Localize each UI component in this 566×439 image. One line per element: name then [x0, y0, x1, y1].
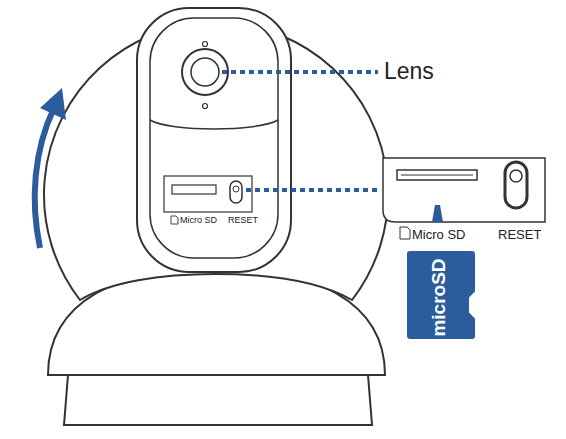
part-label: Micro SD: [412, 228, 465, 241]
slot-panel: [164, 176, 252, 212]
reset-button-zoom: [505, 162, 527, 208]
lens-housing-line: [150, 120, 278, 129]
reset-button: [230, 181, 242, 203]
reset-hole-zoom: [510, 170, 522, 182]
front-panel-inner: [150, 18, 278, 258]
reset-hole: [233, 186, 239, 192]
microsd-slot-zoom: [397, 170, 477, 180]
front-panel: [137, 8, 291, 272]
insert-pointer: [432, 205, 443, 222]
leader-line: [222, 70, 378, 74]
card-icon: [400, 227, 410, 239]
lens-ring: [182, 49, 228, 95]
part-label: Lens: [384, 60, 434, 83]
rotation-arrowhead: [40, 88, 66, 120]
slot-line: [401, 175, 473, 176]
lens-glass: [191, 58, 219, 86]
sensor-dot: [203, 104, 208, 109]
rotation-arrow: [35, 108, 54, 248]
sensor-dot: [203, 42, 208, 47]
microsd-card: [406, 250, 476, 340]
part-label: RESET: [228, 216, 258, 225]
microsd-slot: [172, 185, 216, 194]
leader-line: [246, 188, 380, 192]
base-plinth: [64, 375, 372, 425]
zoom-box: [383, 158, 545, 222]
card-icon: [171, 216, 178, 224]
part-label: RESET: [498, 228, 541, 241]
part-label: Micro SD: [180, 216, 217, 225]
card-text: microSD: [428, 258, 447, 336]
